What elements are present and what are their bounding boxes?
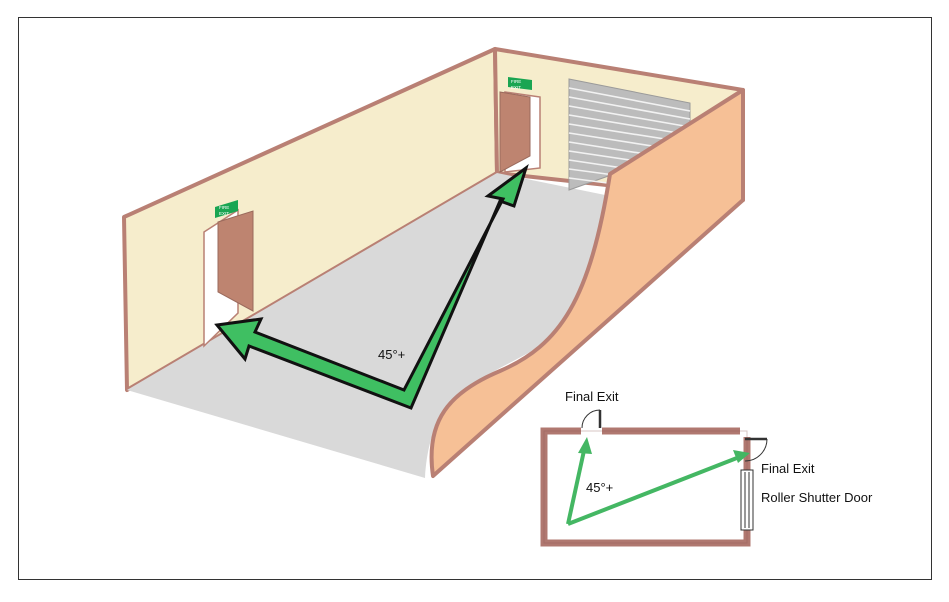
- sign-text-left-2: EXIT: [219, 211, 229, 216]
- plan-escape-route: [566, 437, 750, 526]
- fire-exit-sign-left: FIRE EXIT: [215, 200, 238, 218]
- escape-route-arrow-3d: [214, 164, 529, 410]
- sign-text-back-2: EXIT: [511, 85, 521, 90]
- sign-text-left-1: FIRE: [219, 205, 229, 210]
- angle-label-plan: 45°+: [586, 480, 613, 495]
- plan-roller-shutter: [740, 469, 754, 531]
- plan-final-exit-right: [744, 437, 768, 462]
- roller-shutter-label: Roller Shutter Door: [761, 490, 873, 505]
- final-exit-top-label: Final Exit: [565, 389, 619, 404]
- back-exit-door: [499, 91, 541, 173]
- fire-exit-sign-back: FIRE EXIT: [508, 77, 532, 90]
- final-exit-right-label: Final Exit: [761, 461, 815, 476]
- room-3d: FIRE EXIT FIRE EXIT 45°+: [122, 47, 745, 478]
- angle-label-3d: 45°+: [378, 347, 405, 362]
- plan-final-exit-top: [581, 409, 602, 429]
- floor: [127, 173, 610, 478]
- right-wall-cutaway: [429, 88, 745, 478]
- side-exit-door: [203, 208, 254, 348]
- floor-plan: 45°+ Final Exit Final Exit Roller Shutte…: [540, 389, 873, 547]
- sign-text-back-1: FIRE: [511, 79, 521, 84]
- roller-shutter-door: [568, 78, 691, 191]
